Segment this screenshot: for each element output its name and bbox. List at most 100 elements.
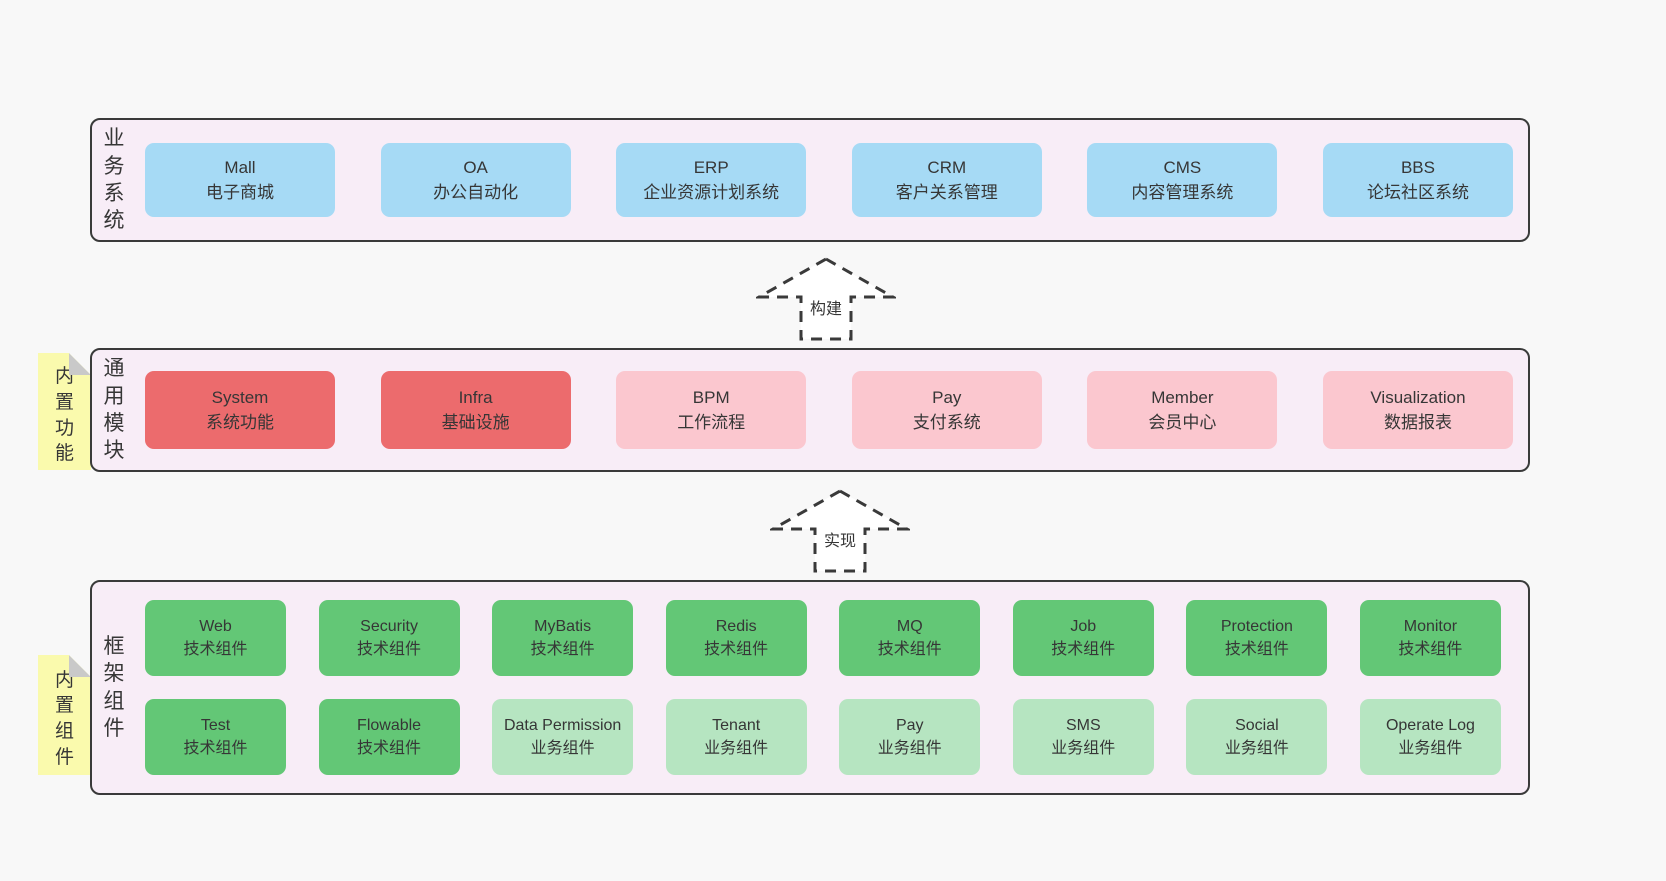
box-title: Flowable [357, 716, 422, 734]
box-title: Pay [932, 387, 962, 407]
box-system: System 系统功能 [145, 371, 335, 449]
box-subtitle: 业务组件 [530, 740, 595, 757]
box-subtitle: 技术组件 [357, 641, 422, 658]
box-title: Web [199, 617, 232, 635]
panel-business-label: 业务系统 [92, 120, 136, 240]
arrow-build: 构建 [756, 256, 896, 342]
panel-framework-components: 框架组件 Web 技术组件 Security 技术组件 MyBatis 技术组件… [90, 580, 1530, 795]
box-subtitle: 技术组件 [183, 641, 248, 658]
box-title: Social [1235, 716, 1279, 734]
box-subtitle: 客户关系管理 [895, 183, 998, 202]
box-subtitle: 内容管理系统 [1131, 183, 1234, 202]
box-oa: OA 办公自动化 [380, 143, 571, 217]
framework-box-grid: Web 技术组件 Security 技术组件 MyBatis 技术组件 Redi… [136, 582, 1528, 793]
box-title: Member [1151, 387, 1214, 407]
sticky-fold-icon [69, 655, 91, 677]
box-title: Mall [224, 157, 256, 177]
box-bpm: BPM 工作流程 [616, 371, 807, 449]
box-title: Infra [458, 387, 493, 407]
modules-box-row: System 系统功能 Infra 基础设施 BPM 工作流程 Pay 支付系统… [136, 350, 1528, 470]
box-title: Monitor [1403, 617, 1458, 635]
box-subtitle: 工作流程 [677, 413, 746, 432]
arrow-implement: 实现 [770, 488, 910, 574]
box-title: ERP [693, 157, 729, 177]
box-subtitle: 业务组件 [1224, 740, 1289, 757]
box-subtitle: 会员中心 [1148, 413, 1217, 432]
box-subtitle: 业务组件 [1398, 740, 1463, 757]
box-subtitle: 企业资源计划系统 [643, 183, 780, 202]
box-mq: MQ 技术组件 [839, 600, 981, 676]
panel-common-modules: 通用模块 System 系统功能 Infra 基础设施 BPM 工作流程 Pay… [90, 348, 1530, 472]
box-security: Security 技术组件 [318, 600, 460, 676]
box-title: Data Permission [503, 716, 622, 734]
box-subtitle: 系统功能 [206, 413, 274, 432]
box-crm: CRM 客户关系管理 [851, 143, 1042, 217]
box-title: MyBatis [534, 617, 592, 635]
box-subtitle: 技术组件 [530, 641, 595, 658]
box-web: Web 技术组件 [145, 600, 286, 676]
box-title: Job [1070, 617, 1097, 635]
box-subtitle: 技术组件 [704, 641, 769, 658]
box-social: Social 业务组件 [1186, 699, 1328, 775]
box-subtitle: 论坛社区系统 [1366, 183, 1469, 202]
sticky-note-builtin-components: 内置组件 [38, 655, 91, 775]
box-pay-module: Pay 支付系统 [851, 371, 1042, 449]
box-subtitle: 支付系统 [912, 413, 981, 432]
box-pay-component: Pay 业务组件 [839, 699, 981, 775]
box-title: Visualization [1370, 387, 1466, 407]
box-title: Tenant [712, 716, 761, 734]
box-data-permission: Data Permission 业务组件 [492, 699, 634, 775]
box-title: BPM [692, 387, 730, 407]
box-title: CMS [1163, 157, 1202, 177]
arrow-build-label: 构建 [805, 294, 847, 320]
box-member: Member 会员中心 [1087, 371, 1278, 449]
box-subtitle: 办公自动化 [433, 183, 519, 202]
box-title: System [211, 387, 269, 407]
box-title: Operate Log [1385, 716, 1475, 734]
panel-framework-label: 框架组件 [92, 582, 136, 793]
box-title: Test [200, 716, 231, 734]
panel-modules-label-text: 通用模块 [103, 357, 125, 463]
box-mall: Mall 电子商城 [145, 143, 335, 217]
box-title: CRM [927, 157, 967, 177]
box-title: SMS [1065, 716, 1101, 734]
box-subtitle: 技术组件 [357, 740, 422, 757]
business-box-row: Mall 电子商城 OA 办公自动化 ERP 企业资源计划系统 CRM 客户关系… [136, 120, 1528, 240]
box-subtitle: 业务组件 [877, 740, 942, 757]
box-erp: ERP 企业资源计划系统 [616, 143, 807, 217]
box-title: Redis [715, 617, 757, 635]
panel-business-systems: 业务系统 Mall 电子商城 OA 办公自动化 ERP 企业资源计划系统 CRM… [90, 118, 1530, 242]
box-subtitle: 业务组件 [704, 740, 769, 757]
box-test: Test 技术组件 [145, 699, 286, 775]
box-title: BBS [1400, 157, 1435, 177]
box-subtitle: 业务组件 [1051, 740, 1116, 757]
sticky-note-builtin-features: 内置功能 [38, 353, 91, 470]
panel-framework-label-text: 框架组件 [103, 634, 125, 740]
box-subtitle: 技术组件 [183, 740, 248, 757]
framework-row-2: Test 技术组件 Flowable 技术组件 Data Permission … [145, 699, 1501, 775]
box-title: Security [360, 617, 418, 635]
box-cms: CMS 内容管理系统 [1087, 143, 1278, 217]
box-subtitle: 数据报表 [1383, 413, 1452, 432]
framework-row-1: Web 技术组件 Security 技术组件 MyBatis 技术组件 Redi… [145, 600, 1501, 676]
sticky-note-text: 内置组件 [54, 669, 74, 768]
box-title: OA [463, 157, 488, 177]
panel-business-label-text: 业务系统 [103, 127, 125, 233]
box-tenant: Tenant 业务组件 [665, 699, 807, 775]
box-subtitle: 技术组件 [1398, 641, 1463, 658]
box-title: Pay [895, 716, 924, 734]
box-protection: Protection 技术组件 [1186, 600, 1328, 676]
box-infra: Infra 基础设施 [380, 371, 571, 449]
box-monitor: Monitor 技术组件 [1359, 600, 1501, 676]
box-operate-log: Operate Log 业务组件 [1359, 699, 1501, 775]
box-job: Job 技术组件 [1012, 600, 1154, 676]
box-bbs: BBS 论坛社区系统 [1322, 143, 1513, 217]
box-flowable: Flowable 技术组件 [318, 699, 460, 775]
box-title: MQ [896, 617, 923, 635]
box-title: Protection [1220, 617, 1293, 635]
box-subtitle: 技术组件 [1051, 641, 1116, 658]
box-subtitle: 电子商城 [206, 183, 274, 202]
sticky-fold-icon [69, 353, 91, 375]
box-visualization: Visualization 数据报表 [1322, 371, 1513, 449]
